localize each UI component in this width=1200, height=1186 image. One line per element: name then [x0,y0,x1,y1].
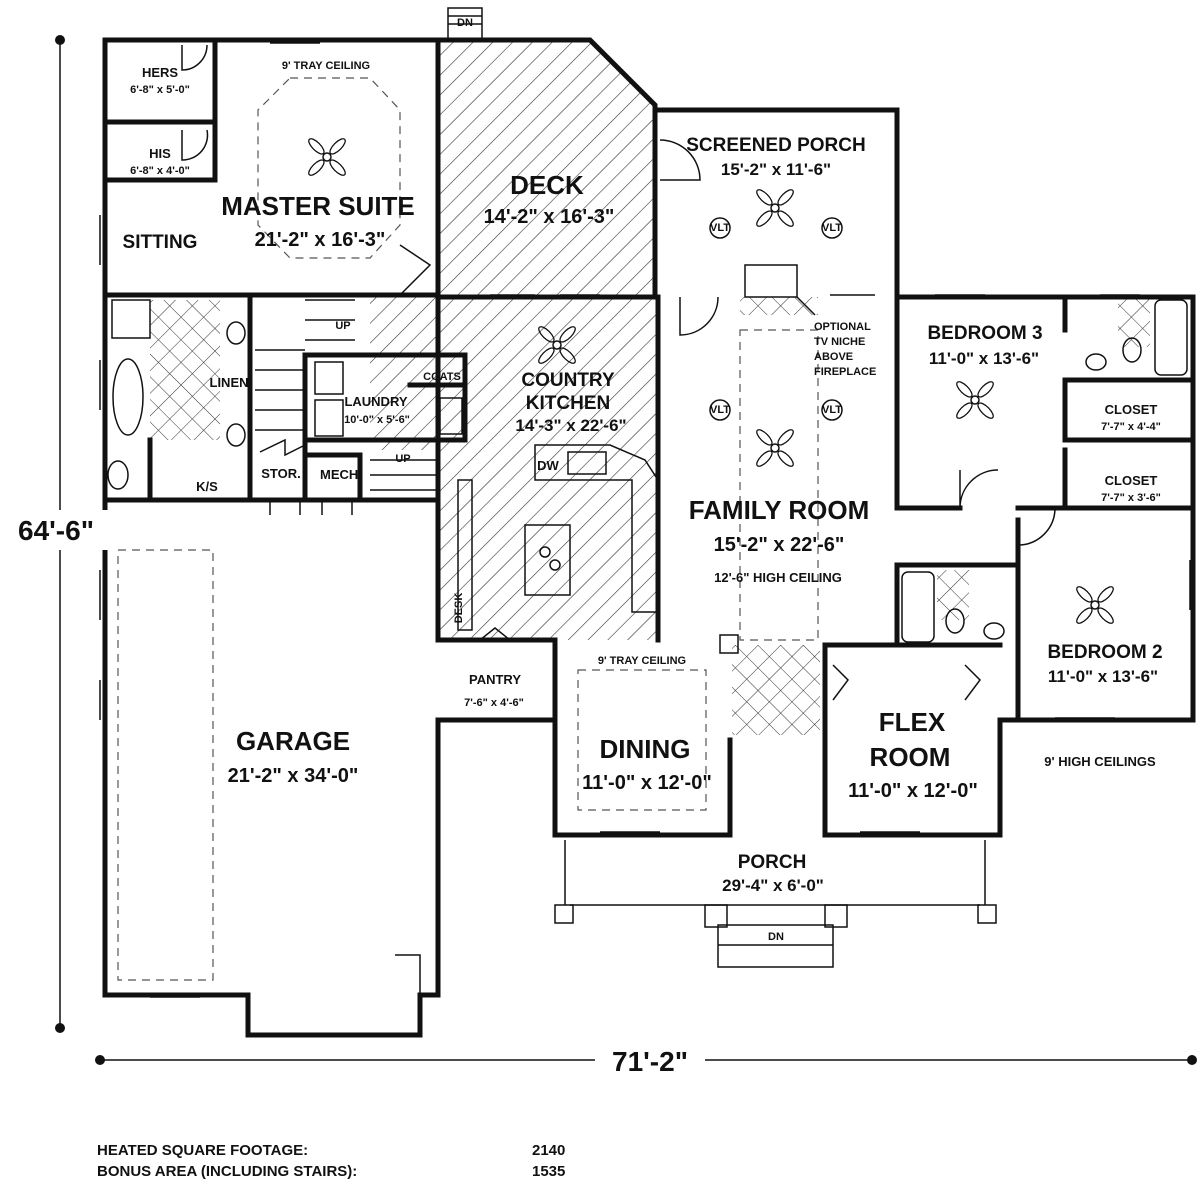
pantry-dim: 7'-6" x 4'-6" [464,697,524,709]
dimension-lines [10,35,1197,1075]
kitchen-counter [534,444,659,613]
flex-room-label: ROOM [870,742,951,772]
stair-down-label: DN [457,17,473,29]
master-tub [112,358,144,436]
kitchen-label: COUNTRY [521,370,615,391]
mech-label: MECH. [320,467,362,482]
bedroom2-dim: 11'-0" x 13'-6" [1048,667,1158,686]
bedroom3-dim: 11'-0" x 13'-6" [929,349,1039,368]
dishwasher-label: DW [537,458,559,473]
bedroom3-label: BEDROOM 3 [927,323,1042,344]
fan-icon [753,186,797,230]
master-suite-label: MASTER SUITE [221,191,415,221]
flex-room-label: FLEX [879,707,946,737]
desk-label: DESK [453,593,465,624]
dining-dim: 11'-0" x 12'-0" [582,772,712,794]
bath2-tile [937,570,969,620]
closet2-dim: 7'-7" x 3'-6" [1101,492,1161,504]
vlt-label: VLT [822,222,842,234]
fan-icon [753,426,797,470]
his-closet-label: HIS [149,146,171,161]
deck-label: DECK [510,170,584,200]
family-room-dim: 15'-2" x 22'-6" [714,534,845,556]
ks-label: K/S [196,479,218,494]
his-closet-dim: 6'-8" x 4'-0" [130,165,190,177]
pantry-label: PANTRY [469,672,521,687]
porch-label: PORCH [738,852,807,873]
storage-label: STOR. [261,466,301,481]
laundry-dim: 10'-0" x 5'-6" [344,414,410,426]
dining-tray-outline [577,669,707,811]
master-tray-label: 9' TRAY CEILING [282,60,370,72]
garage-label: GARAGE [236,726,350,756]
bonus-area-label: BONUS AREA (INCLUDING STAIRS): [97,1163,358,1180]
fan-icon [1073,583,1117,627]
closet1-dim: 7'-7" x 4'-4" [1101,421,1161,433]
exterior-wall [435,37,658,300]
vlt-label: VLT [710,404,730,416]
family-room-label: FAMILY ROOM [689,495,870,525]
fireplace [744,264,798,298]
sitting-label: SITTING [123,232,198,253]
heated-footage-label: HEATED SQUARE FOOTAGE: [97,1142,309,1159]
stair-down-label: DN [768,931,784,943]
garage-dim: 21'-2" x 34'-0" [228,765,359,787]
kitchen-label: KITCHEN [526,393,610,414]
heated-footage-row: HEATED SQUARE FOOTAGE: 2140 [97,1142,565,1159]
porch-dim: 29'-4" x 6'-0" [722,876,824,895]
doors [181,44,1056,995]
stairs [255,299,438,491]
master-tray-outline [257,77,401,259]
closet1-label: CLOSET [1105,402,1158,417]
vlt-label: VLT [710,222,730,234]
master-bath-tile [150,300,220,440]
bedroom2-label: BEDROOM 2 [1047,642,1162,663]
dining-tray-label: 9' TRAY CEILING [598,655,686,667]
bonus-area-row: BONUS AREA (INCLUDING STAIRS): 1535 [97,1163,565,1180]
master-suite-dim: 21'-2" x 16'-3" [255,229,386,251]
heated-footage-value: 2140 [532,1142,566,1159]
tv-niche-note: OPTIONAL [814,321,871,333]
dining-label: DINING [600,734,691,764]
vlt-label: VLT [822,404,842,416]
hers-closet-dim: 6'-8" x 5'-0" [130,84,190,96]
closet2-label: CLOSET [1105,473,1158,488]
flex-room-dim: 11'-0" x 12'-0" [848,780,978,802]
bonus-area-value: 1535 [532,1163,566,1180]
deck-dim: 14'-2" x 16'-3" [484,206,615,228]
vlt-markers: VLT VLT VLT VLT [709,217,843,421]
overall-depth: 64'-6" [18,515,94,546]
kitchen-island [524,524,571,596]
kitchen-dim: 14'-3" x 22'-6" [515,416,626,435]
high-ceilings-note: 9' HIGH CEILINGS [1044,754,1156,769]
bath2-tub [901,571,935,643]
hers-closet-label: HERS [142,65,178,80]
stair-up-label: UP [395,453,410,465]
bath3-tub [1154,299,1188,376]
floor-plan: VLT VLT VLT VLT 71'-2" 64'-6" HERS 6'-8"… [10,7,1197,1077]
tv-niche-note: ABOVE [814,351,853,363]
kitchen-floor [370,297,658,640]
coats-label: COATS [423,371,461,383]
linen-label: LINEN [210,375,249,390]
family-ceiling-note: 12'-6" HIGH CEILING [714,570,842,585]
windows [99,42,1191,998]
stair-up-label: UP [335,320,350,332]
tv-niche-note: TV NICHE [814,336,865,348]
screened-porch-dim: 15'-2" x 11'-6" [721,160,831,179]
hearth-tile [740,297,818,315]
overall-width: 71'-2" [612,1046,688,1077]
foyer-tile [732,645,820,735]
fan-icon [305,135,349,179]
laundry-label: LAUNDRY [344,394,407,409]
fan-icon [953,378,997,422]
tv-niche-note: FIREPLACE [814,366,876,378]
deck-area [438,40,655,297]
screened-porch-label: SCREENED PORCH [686,135,865,156]
bath3-tile [1118,297,1150,347]
